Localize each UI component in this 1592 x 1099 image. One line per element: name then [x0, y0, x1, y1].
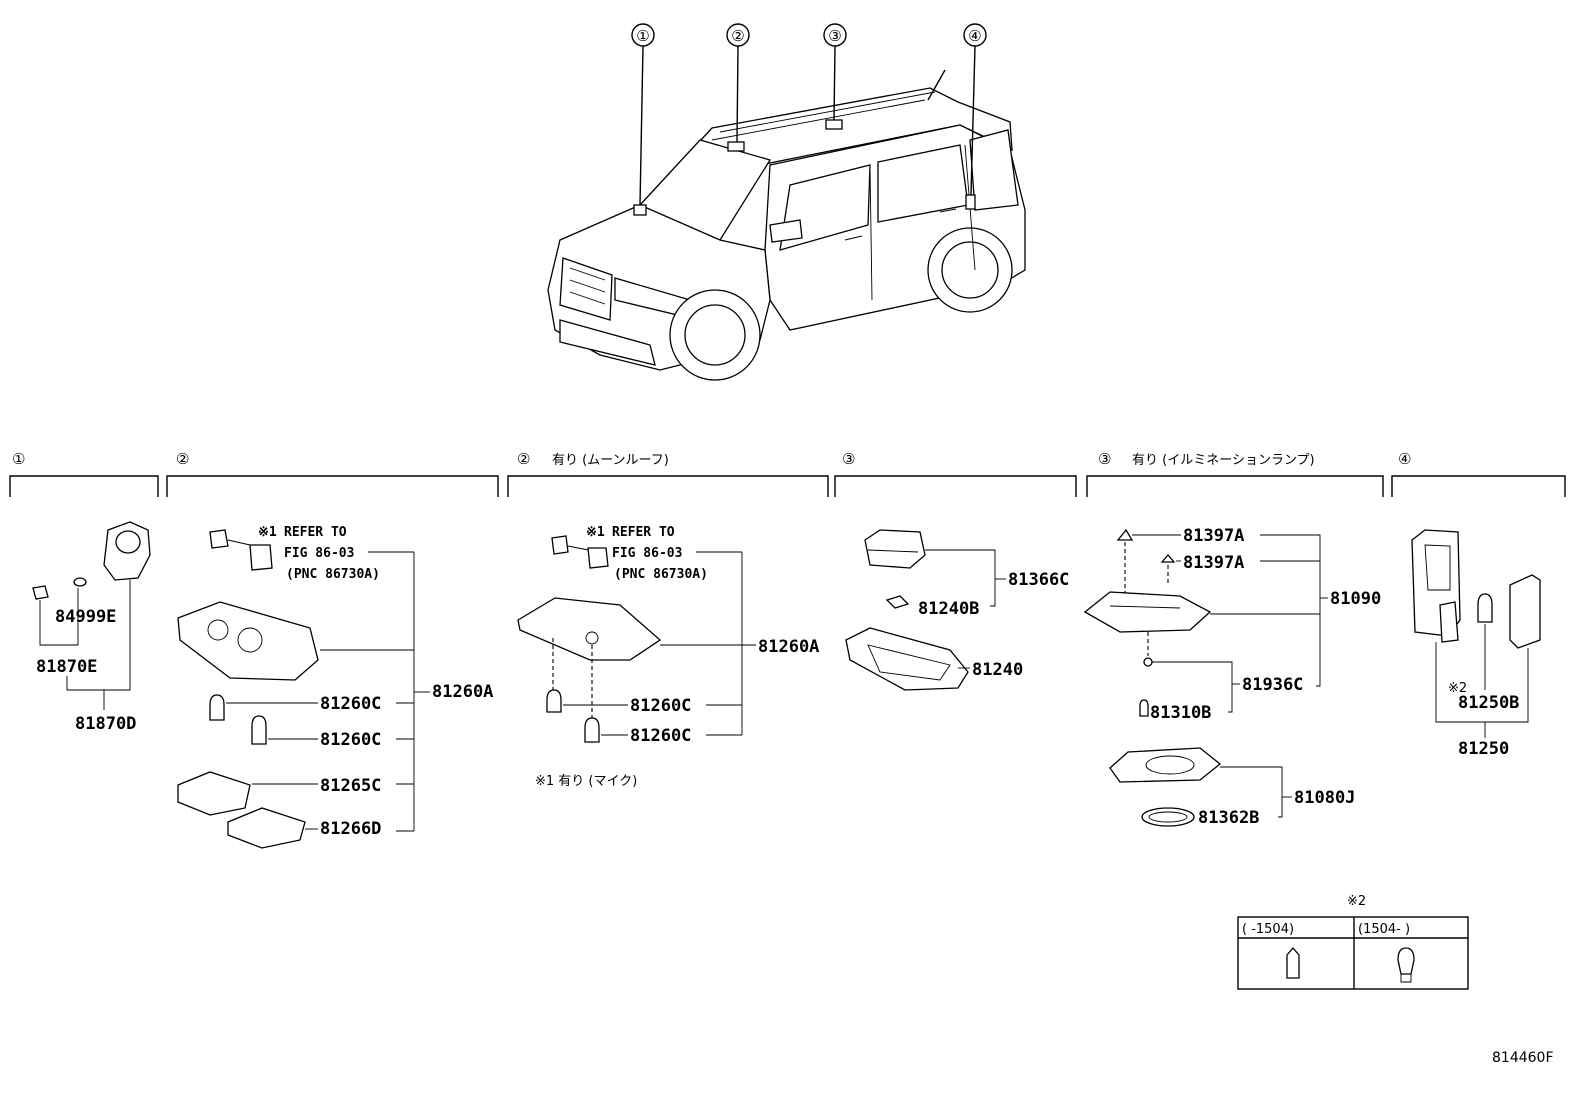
section-5-marker: ③	[1098, 450, 1111, 468]
sec3-footnote: ※1 有り (マイク)	[535, 774, 637, 789]
part-81090: 81090	[1330, 589, 1381, 609]
part-81240: 81240	[972, 660, 1023, 680]
sec3-ref-line3: (PNC 86730A)	[614, 567, 708, 582]
part-81260A-sec2: 81260A	[432, 682, 493, 702]
section-1-marker: ①	[12, 450, 25, 468]
part-81936C: 81936C	[1242, 675, 1303, 695]
vehicle-illustration	[547, 69, 1026, 381]
part-81362B: 81362B	[1198, 808, 1259, 828]
callout-1-label: ①	[636, 27, 649, 45]
sec2-ref-line2: FIG 86-03	[284, 546, 354, 561]
section-5-parts: 81397A 81397A 81090 81936C 81310B 81080J…	[1083, 526, 1381, 828]
table-col2-header: (1504- )	[1358, 922, 1410, 937]
section-3-parts: ※1 REFER TO FIG 86-03 (PNC 86730A) 81260…	[517, 525, 819, 789]
part-81265C: 81265C	[320, 776, 381, 796]
section-6-marker: ④	[1398, 450, 1411, 468]
part-81260C-a: 81260C	[320, 694, 381, 714]
bulb-variant-table: ※2 ( -1504) (1504- )	[1237, 894, 1469, 990]
section-6-parts: ※2 81250B 81250	[1411, 529, 1541, 759]
part-81870E: 81870E	[36, 657, 97, 677]
part-81250B: 81250B	[1458, 693, 1519, 713]
section-4-parts: 81366C 81240B 81240	[845, 529, 1069, 691]
section-1-parts: 84999E 81870E 81870D	[32, 521, 151, 734]
section-2-parts: ※1 REFER TO FIG 86-03 (PNC 86730A) 81260…	[177, 525, 493, 849]
callout-3-label: ③	[828, 27, 841, 45]
section-headers: ① ② ② 有り (ムーンルーフ) ③ ③ 有り (イルミネーションランプ) ④	[9, 450, 1566, 497]
section-3-marker: ②	[517, 450, 530, 468]
part-81260A-sec3: 81260A	[758, 637, 819, 657]
part-81080J: 81080J	[1294, 788, 1355, 808]
table-mark: ※2	[1347, 894, 1366, 909]
part-84999E: 84999E	[55, 607, 116, 627]
part-81260C-b: 81260C	[320, 730, 381, 750]
part-81240B: 81240B	[918, 599, 979, 619]
part-81397A-b: 81397A	[1183, 553, 1244, 573]
sec2-ref-line3: (PNC 86730A)	[286, 567, 380, 582]
section-5-caption: 有り (イルミネーションランプ)	[1132, 453, 1315, 468]
sec6-mark: ※2	[1448, 681, 1467, 696]
part-81310B: 81310B	[1150, 703, 1211, 723]
part-81397A-a: 81397A	[1183, 526, 1244, 546]
callout-4-label: ④	[968, 27, 981, 45]
sec3-ref-mark: ※1	[586, 525, 605, 540]
part-81266D: 81266D	[320, 819, 381, 839]
part-81260C-d: 81260C	[630, 726, 691, 746]
part-81870D: 81870D	[75, 714, 136, 734]
sec2-ref-line1: REFER TO	[284, 525, 347, 540]
table-col1-header: ( -1504)	[1242, 922, 1294, 937]
section-4-marker: ③	[842, 450, 855, 468]
part-81250: 81250	[1458, 739, 1509, 759]
section-2-marker: ②	[176, 450, 189, 468]
part-81366C: 81366C	[1008, 570, 1069, 590]
section-3-caption: 有り (ムーンルーフ)	[552, 453, 669, 468]
sec3-ref-line1: REFER TO	[612, 525, 675, 540]
vehicle-callouts: ① ② ③ ④	[631, 23, 987, 206]
callout-2-label: ②	[731, 27, 744, 45]
part-81260C-c: 81260C	[630, 696, 691, 716]
sec3-ref-line2: FIG 86-03	[612, 546, 682, 561]
sec2-ref-mark: ※1	[258, 525, 277, 540]
figure-code: 814460F	[1492, 1050, 1554, 1066]
